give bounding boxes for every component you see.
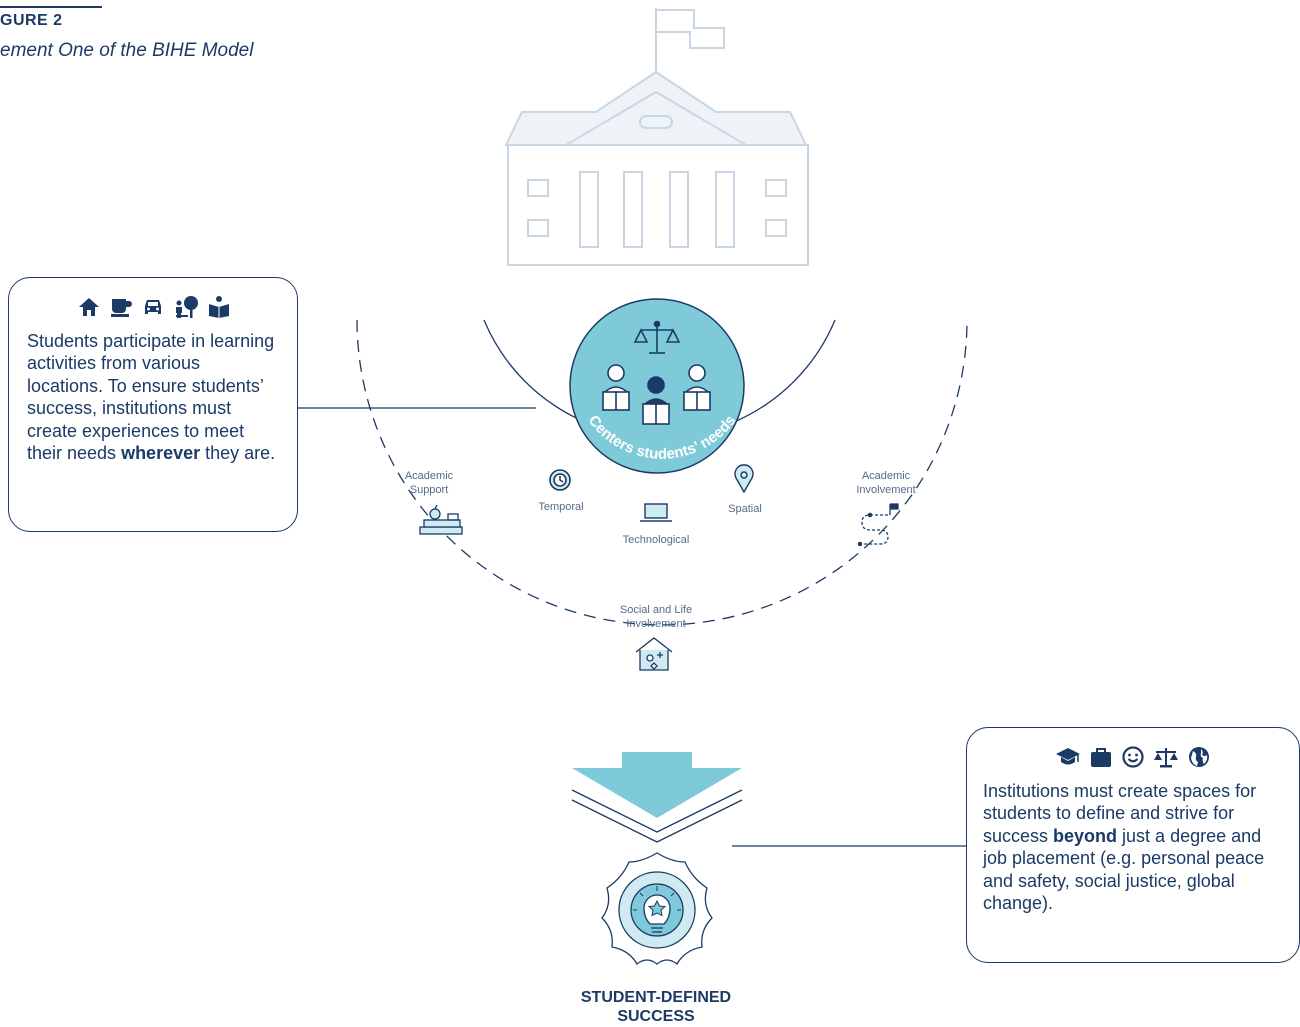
home-icon xyxy=(79,298,99,316)
student-defined-success-label: STUDENT-DEFINED SUCCESS xyxy=(556,988,756,1026)
academic-involvement-line1: Academic xyxy=(861,470,911,482)
university-building-icon xyxy=(504,8,809,266)
technological-label: Technological xyxy=(622,534,690,546)
figure-rule xyxy=(0,6,102,8)
left-text-part1: Students participate in learning activit… xyxy=(27,331,275,464)
social-life-line2: Involvement xyxy=(626,618,686,630)
balance-scale-icon xyxy=(633,320,681,354)
smile-icon xyxy=(1122,746,1144,768)
spatial-label: Spatial xyxy=(728,503,762,515)
success-badge-icon xyxy=(601,852,713,965)
down-arrow xyxy=(571,752,743,843)
outdoor-person-icon xyxy=(176,296,198,318)
figure-title: ement One of the BIHE Model xyxy=(0,40,254,61)
temporal-label: Temporal xyxy=(538,501,584,513)
right-callout-text: Institutions must create spaces for stud… xyxy=(983,780,1283,914)
scales-icon xyxy=(1154,748,1178,768)
reading-person-icon xyxy=(209,296,229,318)
left-callout-text: Students participate in learning activit… xyxy=(27,330,281,464)
graduation-cap-icon xyxy=(1056,748,1080,765)
left-text-bold: wherever xyxy=(121,443,201,464)
outcome-line1: STUDENT-DEFINED xyxy=(580,989,732,1006)
right-text-bold: beyond xyxy=(1053,825,1118,846)
coffee-icon xyxy=(111,299,132,317)
location-pin-icon xyxy=(734,464,754,494)
academic-involvement-line2: Involvement xyxy=(856,484,916,496)
left-icon-row xyxy=(27,292,281,322)
academic-support-line2: Support xyxy=(409,484,449,496)
social-life-label: Social and Life Involvement xyxy=(606,603,706,631)
path-flag-icon xyxy=(857,503,899,547)
left-callout: Students participate in learning activit… xyxy=(8,277,298,532)
home-community-icon xyxy=(635,637,673,671)
right-text-part2: just a degree and job placement (e.g. pe… xyxy=(983,825,1265,914)
left-text-part2: they are. xyxy=(200,443,276,464)
academic-support-line1: Academic xyxy=(404,470,454,482)
social-life-line1: Social and Life xyxy=(619,604,693,616)
laptop-icon xyxy=(640,503,672,522)
books-apple-icon xyxy=(419,504,463,535)
right-text-part1: Institutions must create spaces for stud… xyxy=(983,781,1257,846)
outer-dashed-arc xyxy=(356,319,968,626)
car-icon xyxy=(145,300,161,314)
outcome-line2: SUCCESS xyxy=(617,1008,695,1025)
students-reading-icon xyxy=(602,364,711,425)
right-icon-row xyxy=(983,742,1283,772)
academic-involvement-label: Academic Involvement xyxy=(844,469,928,497)
figure-label: GURE 2 xyxy=(0,12,63,29)
right-callout: Institutions must create spaces for stud… xyxy=(966,727,1300,963)
briefcase-icon xyxy=(1091,748,1111,767)
academic-support-label: Academic Support xyxy=(389,469,469,497)
clock-icon xyxy=(549,469,571,491)
globe-icon xyxy=(1189,747,1209,767)
